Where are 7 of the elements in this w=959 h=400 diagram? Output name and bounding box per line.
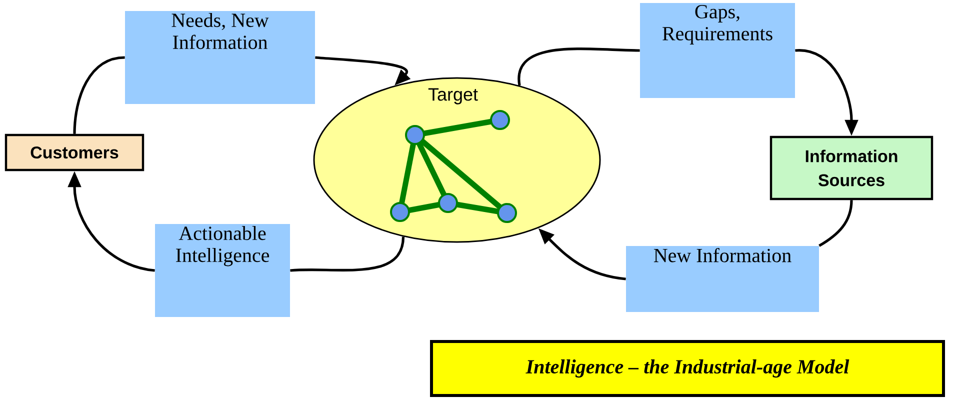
- label-box: Customers: [4, 134, 144, 172]
- text-box: New Information: [626, 246, 819, 312]
- text-box: Gaps, Requirements: [640, 3, 795, 98]
- text-box: Actionable Intelligence: [155, 224, 290, 317]
- title-banner: Intelligence – the Industrial-age Model: [430, 340, 945, 397]
- label-box: Information Sources: [770, 136, 934, 200]
- text-box: Needs, New Information: [125, 11, 315, 104]
